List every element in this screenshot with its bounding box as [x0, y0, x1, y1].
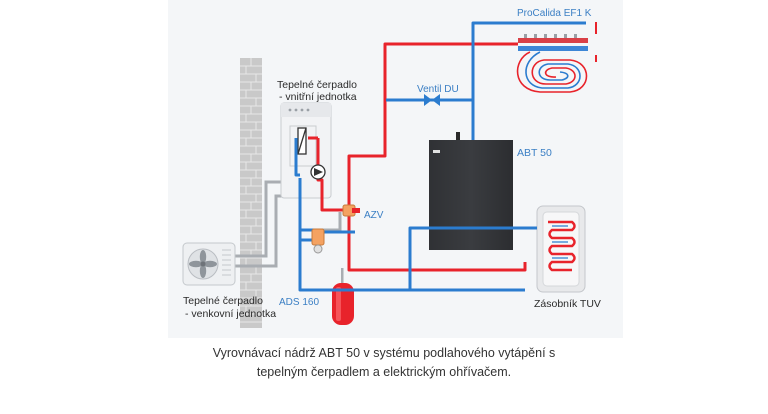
caption-line-1: Vyrovnávací nádrž ABT 50 v systému podla…	[212, 346, 556, 360]
indoor-unit-label-line2: - vnitřní jednotka	[279, 91, 357, 103]
outdoor-unit-label-line2: - venkovní jednotka	[185, 308, 276, 320]
outdoor-unit-label-line1: Tepelné čerpadlo	[183, 295, 263, 307]
floor-heating-manifold	[518, 22, 597, 62]
zasobnik-tuv-label: Zásobník TUV	[534, 298, 601, 310]
caption-line-2: tepelným čerpadlem a elektrickým ohřívač…	[256, 365, 512, 379]
abt-50-tank	[429, 132, 513, 250]
ads-160-label: ADS 160	[279, 297, 319, 308]
return-pipes	[294, 21, 586, 292]
dhw-cylinder	[536, 205, 586, 293]
azv-label: AZV	[364, 210, 384, 221]
ads-filter	[311, 228, 325, 254]
brick-wall	[240, 58, 262, 328]
ventil-du-valve	[424, 94, 440, 106]
outdoor-unit	[182, 242, 236, 286]
ventil-du-label: Ventil DU	[417, 84, 459, 95]
fan-icon	[189, 250, 217, 278]
figure-caption: Vyrovnávací nádrž ABT 50 v systému podla…	[0, 344, 768, 382]
indoor-unit-label-line1: Tepelné čerpadlo	[277, 79, 357, 91]
abt-50-label: ABT 50	[517, 147, 552, 159]
pump-icon	[310, 164, 326, 180]
procalida-label: ProCalida EF1 K	[517, 8, 592, 19]
expansion-vessel	[332, 268, 354, 325]
azv-valve	[342, 204, 360, 217]
floor-heating-loop	[516, 51, 588, 93]
